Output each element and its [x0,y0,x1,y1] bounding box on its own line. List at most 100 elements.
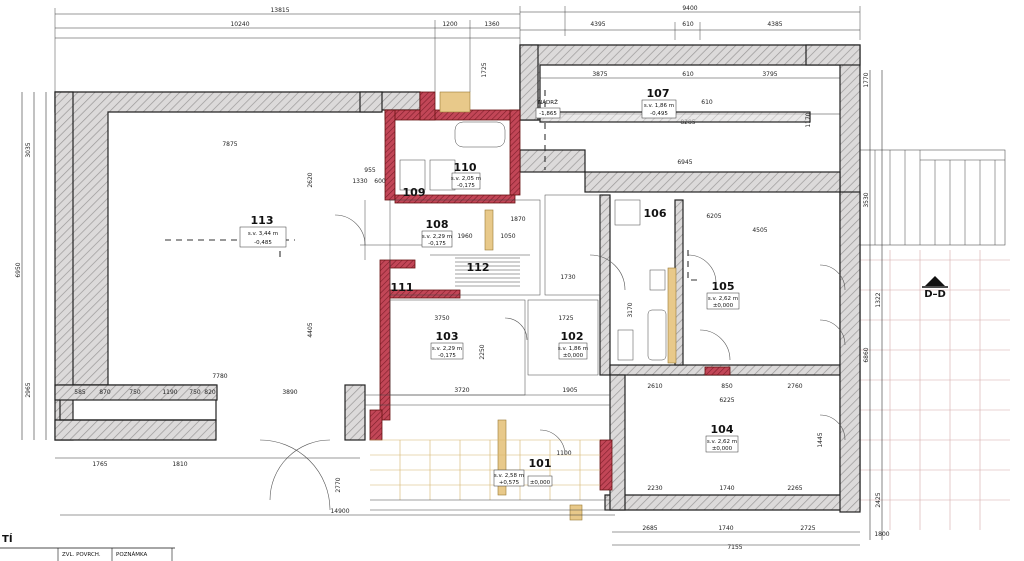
svg-text:NÁDRŽ: NÁDRŽ [538,98,558,106]
svg-text:1810: 1810 [172,461,187,468]
svg-text:7780: 7780 [212,373,227,380]
svg-text:+0,575: +0,575 [499,480,520,486]
terrace-grid: 1770 3530 1322 6860 2425 D–D [859,70,1010,540]
svg-text:750: 750 [189,389,201,396]
svg-text:104: 104 [711,423,734,436]
svg-text:s.v. 2,29 m: s.v. 2,29 m [432,346,462,352]
svg-text:±0,000: ±0,000 [563,353,584,359]
svg-text:±0,000: ±0,000 [712,446,733,452]
room-label-107: 107 s.v. 1,86 m -0,495 [641,87,677,119]
dim-107-a: 3875 [592,71,607,78]
svg-text:1740: 1740 [718,525,733,532]
svg-text:820: 820 [204,389,216,396]
dim-top-1360: 1360 [484,21,499,28]
room-label-108: 108 s.v. 2,29 m -0,175 [421,218,453,248]
svg-text:111: 111 [391,281,414,294]
svg-text:-0,175: -0,175 [457,183,475,189]
svg-text:s.v. 2,05 m: s.v. 2,05 m [451,176,481,182]
svg-text:1170: 1170 [805,112,812,127]
legend-stub: TÍ ZVL. POVRCH. POZNÁMKA [0,532,175,561]
svg-text:600: 600 [374,178,386,185]
svg-text:7155: 7155 [727,544,742,551]
svg-text:2610: 2610 [647,383,662,390]
svg-text:1960: 1960 [457,233,472,240]
svg-text:102: 102 [561,330,584,343]
svg-text:1322: 1322 [875,292,882,307]
room-label-111: 111 [391,281,414,294]
svg-text:107: 107 [647,87,670,100]
svg-text:110: 110 [454,161,477,174]
svg-text:4505: 4505 [752,227,767,234]
svg-text:112: 112 [467,261,490,274]
svg-text:585: 585 [74,389,86,396]
top-dimension-chains: 13815 10240 1200 1360 9400 4395 610 4385… [54,5,861,166]
svg-text:2770: 2770 [335,477,342,492]
dim-top-4395: 4395 [590,21,605,28]
svg-text:-0,485: -0,485 [254,240,272,246]
table-col-2: POZNÁMKA [116,551,148,558]
svg-text:2250: 2250 [479,344,486,359]
svg-text:±0,000: ±0,000 [530,480,551,486]
svg-text:6950: 6950 [15,262,22,277]
svg-text:113: 113 [251,214,274,227]
svg-text:2265: 2265 [787,485,802,492]
svg-text:±0,000: ±0,000 [713,303,734,309]
room-label-104: 104 s.v. 2,62 m ±0,000 [705,423,739,453]
room-label-103: 103 s.v. 2,29 m -0,175 [430,330,464,360]
dim-top-left: 10240 [230,21,249,28]
svg-text:108: 108 [426,218,449,231]
svg-text:6860: 6860 [863,347,870,362]
dim-hall-width: 6945 [677,159,692,166]
dim-top-overall: 13815 [270,7,289,14]
svg-text:2230: 2230 [647,485,662,492]
svg-text:1770: 1770 [863,72,870,87]
room-label-102: 102 s.v. 1,86 m ±0,000 [558,330,588,360]
svg-text:103: 103 [436,330,459,343]
svg-text:955: 955 [364,167,376,174]
dim-107-b: 610 [682,71,694,78]
room-label-112: 112 [467,261,490,274]
svg-text:2965: 2965 [25,382,32,397]
svg-text:-0,175: -0,175 [428,241,446,247]
svg-text:2725: 2725 [800,525,815,532]
svg-text:1725: 1725 [558,315,573,322]
room-label-101: 101 s.v. 2,58 m +0,575 ±0,000 [493,457,553,487]
section-arrow-icon [925,276,945,286]
svg-text:6205: 6205 [706,213,721,220]
dim-top-right-overall: 9400 [682,5,697,12]
walls-new [369,91,731,491]
svg-text:105: 105 [712,280,735,293]
table-col-1: ZVL. POVRCH. [62,552,101,558]
svg-text:3720: 3720 [454,387,469,394]
svg-text:1330: 1330 [352,178,367,185]
svg-text:870: 870 [99,389,111,396]
svg-text:s.v. 1,86 m: s.v. 1,86 m [558,346,588,352]
svg-text:3530: 3530 [863,192,870,207]
door-swings [259,214,846,511]
svg-text:s.v. 2,62 m: s.v. 2,62 m [708,296,738,302]
dim-top-610: 610 [682,21,694,28]
svg-text:1730: 1730 [560,274,575,281]
room-label-109: 109 [403,186,426,199]
svg-text:106: 106 [644,207,667,220]
svg-text:s.v. 2,58 m: s.v. 2,58 m [494,473,524,479]
svg-text:3035: 3035 [25,142,32,157]
room-label-113: 113 s.v. 3,44 m -0,485 [239,214,287,248]
dim-top-1200: 1200 [442,21,457,28]
svg-text:1740: 1740 [719,485,734,492]
svg-text:s.v. 2,29 m: s.v. 2,29 m [422,234,452,240]
svg-text:1050: 1050 [500,233,515,240]
interior-lines [360,121,667,511]
room-label-niche: NÁDRŽ -1,865 [535,98,561,119]
svg-text:850: 850 [721,383,733,390]
svg-text:2685: 2685 [642,525,657,532]
svg-text:-0,175: -0,175 [438,353,456,359]
dim-top-1725: 1725 [481,62,488,77]
room-label-110: 110 s.v. 2,05 m -0,175 [451,161,481,190]
svg-text:3890: 3890 [282,389,297,396]
svg-text:4405: 4405 [307,322,314,337]
svg-text:1905: 1905 [562,387,577,394]
svg-text:s.v. 3,44 m: s.v. 3,44 m [248,231,278,237]
legend-letter: TÍ [2,532,13,545]
